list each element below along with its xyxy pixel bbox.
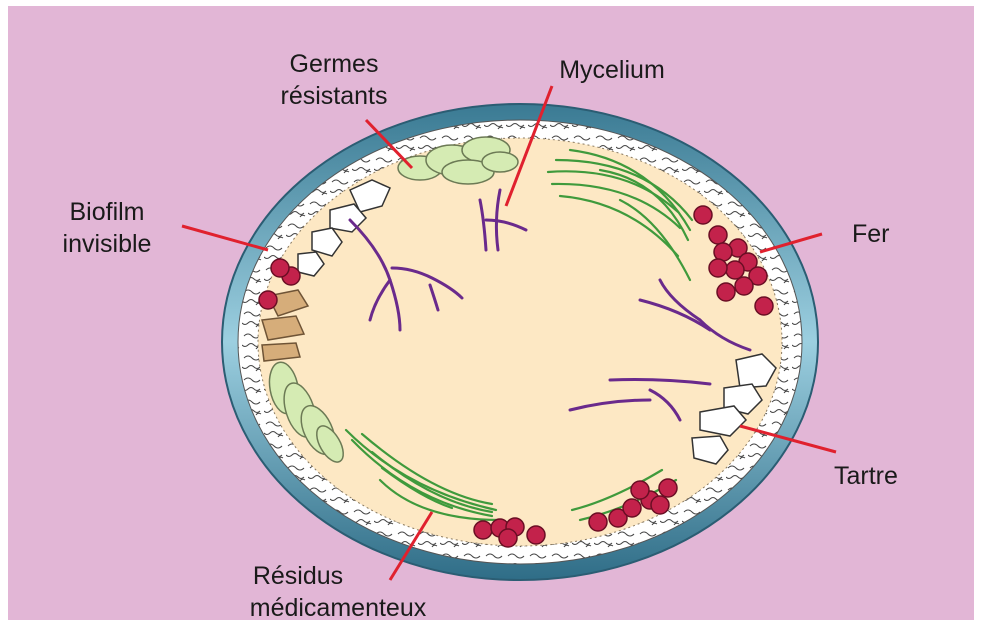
- label-mycelium: Mycelium: [559, 56, 665, 84]
- label-biofilm-line1: Biofilm: [69, 198, 144, 226]
- label-germes-line1: Germes: [290, 50, 379, 78]
- label-residus-line2: médicamenteux: [250, 594, 427, 622]
- pipe-interior: [258, 138, 782, 546]
- label-tartre: Tartre: [834, 462, 898, 490]
- label-residus-line1: Résidus: [253, 562, 343, 590]
- label-germes-line2: résistants: [281, 82, 388, 110]
- label-biofilm-line2: invisible: [63, 230, 152, 258]
- label-fer: Fer: [852, 220, 890, 248]
